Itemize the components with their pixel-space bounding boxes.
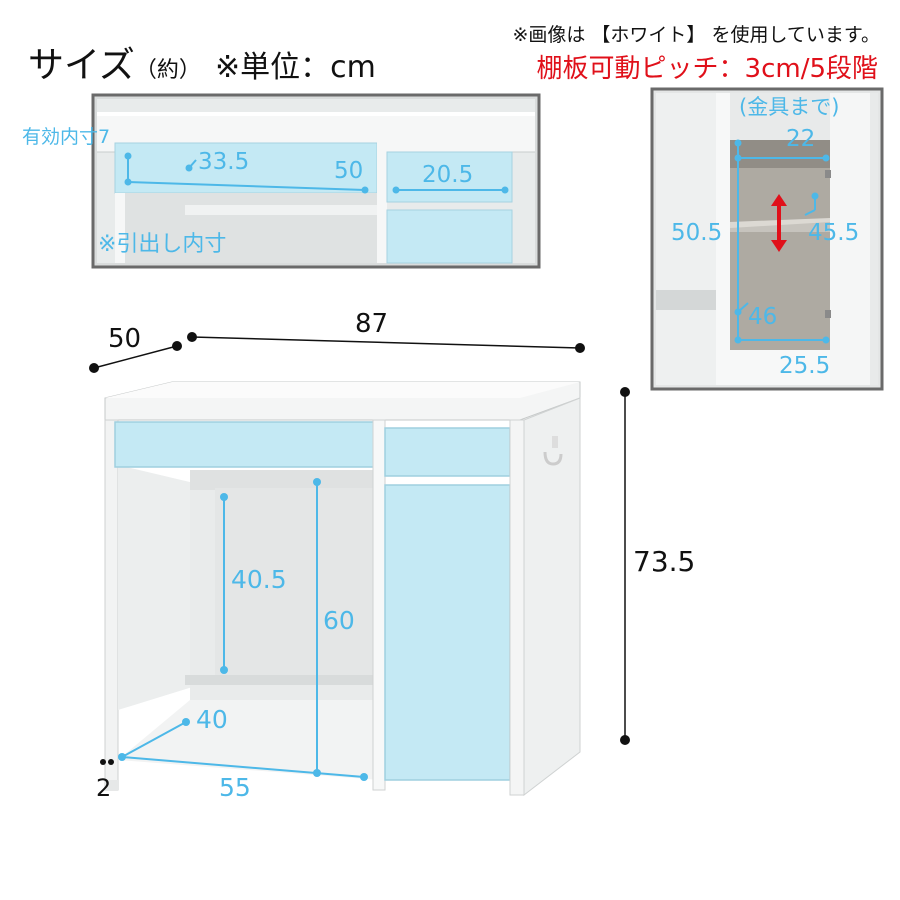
width-dim: 87 — [355, 309, 389, 339]
depth-dim: 50 — [108, 324, 142, 354]
main-desk — [104, 381, 581, 797]
drawer-dim-20-5: 20.5 — [422, 162, 474, 188]
page-title: サイズ（約） ※単位：cm — [28, 48, 376, 84]
drawer-dim-33-5: 33.5 — [198, 149, 250, 175]
drawer-inset — [91, 93, 541, 269]
title-paren: （約） — [134, 58, 201, 83]
shelf-pitch-note: 棚板可動ピッチ：3cm/5段階 — [536, 54, 878, 84]
cabinet-dim-45-5: 45.5 — [808, 220, 860, 246]
knee-full-height-dim: 60 — [323, 606, 355, 635]
cabinet-dim-50-5: 50.5 — [671, 220, 723, 246]
cabinet-dim-22: 22 — [786, 126, 816, 152]
floor-clearance-dim: 2 — [96, 774, 112, 802]
black-dimensions — [89, 332, 630, 765]
knee-width-dim: 55 — [219, 773, 251, 802]
cabinet-dim-46: 46 — [748, 304, 778, 330]
knee-height-dim: 40.5 — [231, 565, 287, 594]
drawer-dim-50: 50 — [334, 158, 364, 184]
title-main: サイズ — [28, 45, 135, 86]
blue-dimensions — [118, 478, 368, 781]
title-unit: ※単位：cm — [214, 50, 376, 85]
effective-depth-label: 有効内寸7 — [22, 126, 111, 148]
cabinet-hardware-label: (金具まで) — [739, 95, 840, 119]
color-note: ※画像は 【ホワイト】 を使用しています。 — [512, 24, 880, 46]
cabinet-inset — [650, 87, 884, 391]
cabinet-dim-25-5: 25.5 — [779, 353, 831, 379]
height-dim: 73.5 — [633, 545, 696, 578]
knee-depth-dim: 40 — [196, 705, 228, 734]
drawer-inner-note: ※引出し内寸 — [98, 232, 227, 257]
